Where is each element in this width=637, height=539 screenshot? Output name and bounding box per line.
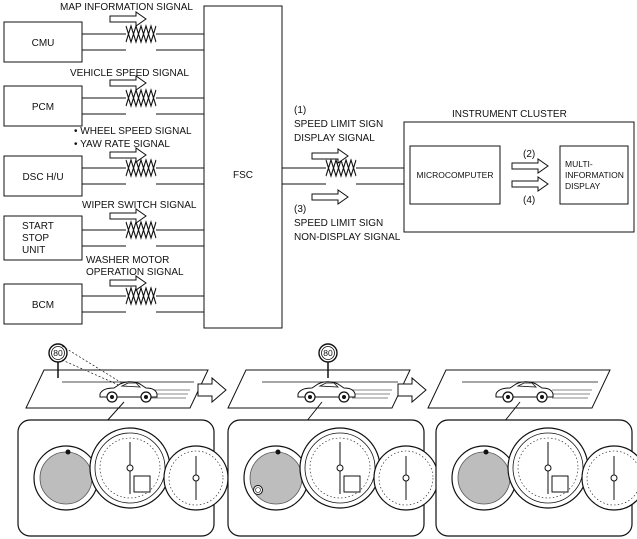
fsc-box: [203, 5, 283, 329]
wheel-speed-signal-label: • WHEEL SPEED SIGNAL: [74, 126, 192, 137]
dsc-hu-box: [3, 155, 83, 197]
cmu-label: CMU: [32, 38, 55, 49]
cmu-box: [3, 21, 83, 63]
can-wires-left: [82, 33, 204, 313]
scene-2-sign-value: 80: [323, 348, 333, 358]
signal-3-line2: NON-DISPLAY SIGNAL: [294, 232, 401, 243]
mid-label-line3: DISPLAY: [565, 181, 601, 191]
fsc-label: FSC: [233, 170, 253, 181]
ssu-label-line3: UNIT: [22, 245, 45, 256]
wiper-switch-signal-label: WIPER SWITCH SIGNAL: [82, 200, 197, 211]
scene-arrow-1: [197, 376, 227, 404]
scene-1-sign-value: 80: [53, 348, 63, 358]
yaw-rate-signal-label: • YAW RATE SIGNAL: [74, 139, 170, 150]
signal-1-line2: DISPLAY SIGNAL: [294, 133, 375, 144]
bcm-box: [3, 283, 83, 325]
signal-1-number: (1): [294, 105, 306, 116]
signal-arrow-3: [311, 189, 349, 205]
pcm-label: PCM: [32, 102, 54, 113]
twisted-pair-symbol-right: [325, 159, 357, 177]
vehicle-speed-signal-label: VEHICLE SPEED SIGNAL: [70, 68, 189, 79]
dsc-hu-label: DSC H/U: [22, 172, 63, 183]
instrument-cluster-title: INSTRUMENT CLUSTER: [452, 109, 567, 120]
scene-2-cluster-panel: [227, 419, 439, 537]
mid-label-line2: INFORMATION: [565, 170, 624, 180]
signal-1-line1: SPEED LIMIT SIGN: [294, 119, 383, 130]
microcomputer-label: MICROCOMPUTER: [417, 170, 494, 180]
scene-2-callout-line: [305, 401, 323, 423]
signal-3-number: (3): [294, 204, 306, 215]
scene-arrow-2: [397, 376, 427, 404]
signal-4-number: (4): [523, 195, 535, 206]
mid-label-line1: MULTI-: [565, 159, 593, 169]
scene-1-speed-sign: 80: [48, 343, 68, 378]
bcm-label: BCM: [32, 300, 54, 311]
ssu-label-line1: START: [22, 221, 54, 232]
pcm-box: [3, 85, 83, 127]
scene-2-speed-sign: 80: [318, 343, 338, 378]
microcomputer-box: [409, 145, 501, 205]
signal-2-number: (2): [523, 149, 535, 160]
map-info-signal-label: MAP INFORMATION SIGNAL: [60, 2, 193, 13]
mid-box: [559, 145, 629, 205]
scene-3-cluster-panel: [435, 419, 637, 537]
washer-signal-label-line1: WASHER MOTOR: [86, 255, 169, 266]
scene-2-speed-limit-display: [253, 485, 263, 495]
scene-1-callout-line: [105, 401, 125, 423]
ssu-label-line2: STOP: [22, 233, 49, 244]
scene-3-callout-line: [503, 401, 521, 423]
washer-signal-label-line2: OPERATION SIGNAL: [86, 267, 184, 278]
signal-3-line1: SPEED LIMIT SIGN: [294, 218, 383, 229]
signal-arrow-1: [311, 148, 349, 164]
signal-arrows-left: [109, 11, 147, 291]
start-stop-unit-box: [3, 215, 83, 261]
scene-1-cluster-panel: [17, 419, 229, 537]
can-wires-right: [282, 167, 408, 185]
